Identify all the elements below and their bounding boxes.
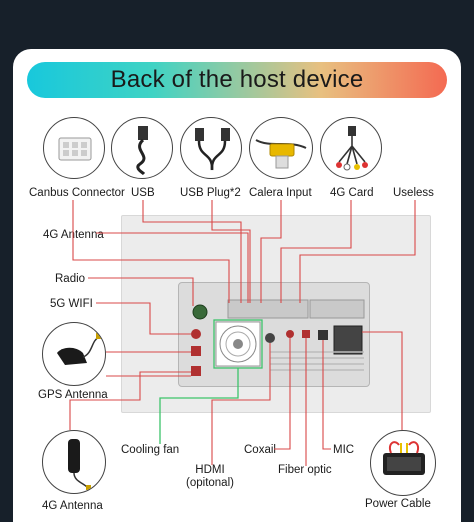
label-mic: MIC: [333, 444, 355, 456]
label-usb: USB: [131, 187, 155, 199]
host-unit: [178, 282, 370, 387]
label-useless: Useless: [393, 187, 434, 199]
label-fiber-optic: Fiber optic: [278, 464, 332, 476]
av-cable-icon: [320, 117, 382, 179]
usb-plug-icon: [180, 117, 242, 179]
page-title: Back of the host device: [110, 66, 364, 93]
label-radio: Radio: [55, 273, 86, 285]
label-5g-wifi: 5G WIFI: [50, 298, 93, 310]
label-usb-plug: USB Plug*2: [180, 187, 241, 199]
rca-cable-icon: [249, 117, 313, 179]
usb-cable-icon: [111, 117, 173, 179]
label-calera-input: Calera Input: [249, 187, 312, 199]
antenna-4g-icon: [42, 430, 106, 494]
power-harness-icon: [370, 430, 436, 496]
label-gps-antenna: GPS Antenna: [38, 389, 108, 401]
label-4g-card: 4G Card: [330, 187, 374, 199]
label-canbus-connector: Canbus Connector: [29, 187, 125, 199]
title-banner: Back of the host device: [27, 62, 447, 98]
label-coxail: Coxail: [244, 444, 276, 456]
label-cooling-fan: Cooling fan: [121, 444, 180, 456]
label-power-cable: Power Cable: [365, 498, 431, 510]
canbus-connector-icon: [43, 117, 105, 179]
label-hdmi: HDMI (opitonal): [186, 464, 234, 489]
label-4g-antenna-top: 4G Antenna: [43, 229, 104, 241]
gps-antenna-icon: [42, 322, 106, 386]
label-4g-antenna-bottom: 4G Antenna: [42, 500, 103, 512]
